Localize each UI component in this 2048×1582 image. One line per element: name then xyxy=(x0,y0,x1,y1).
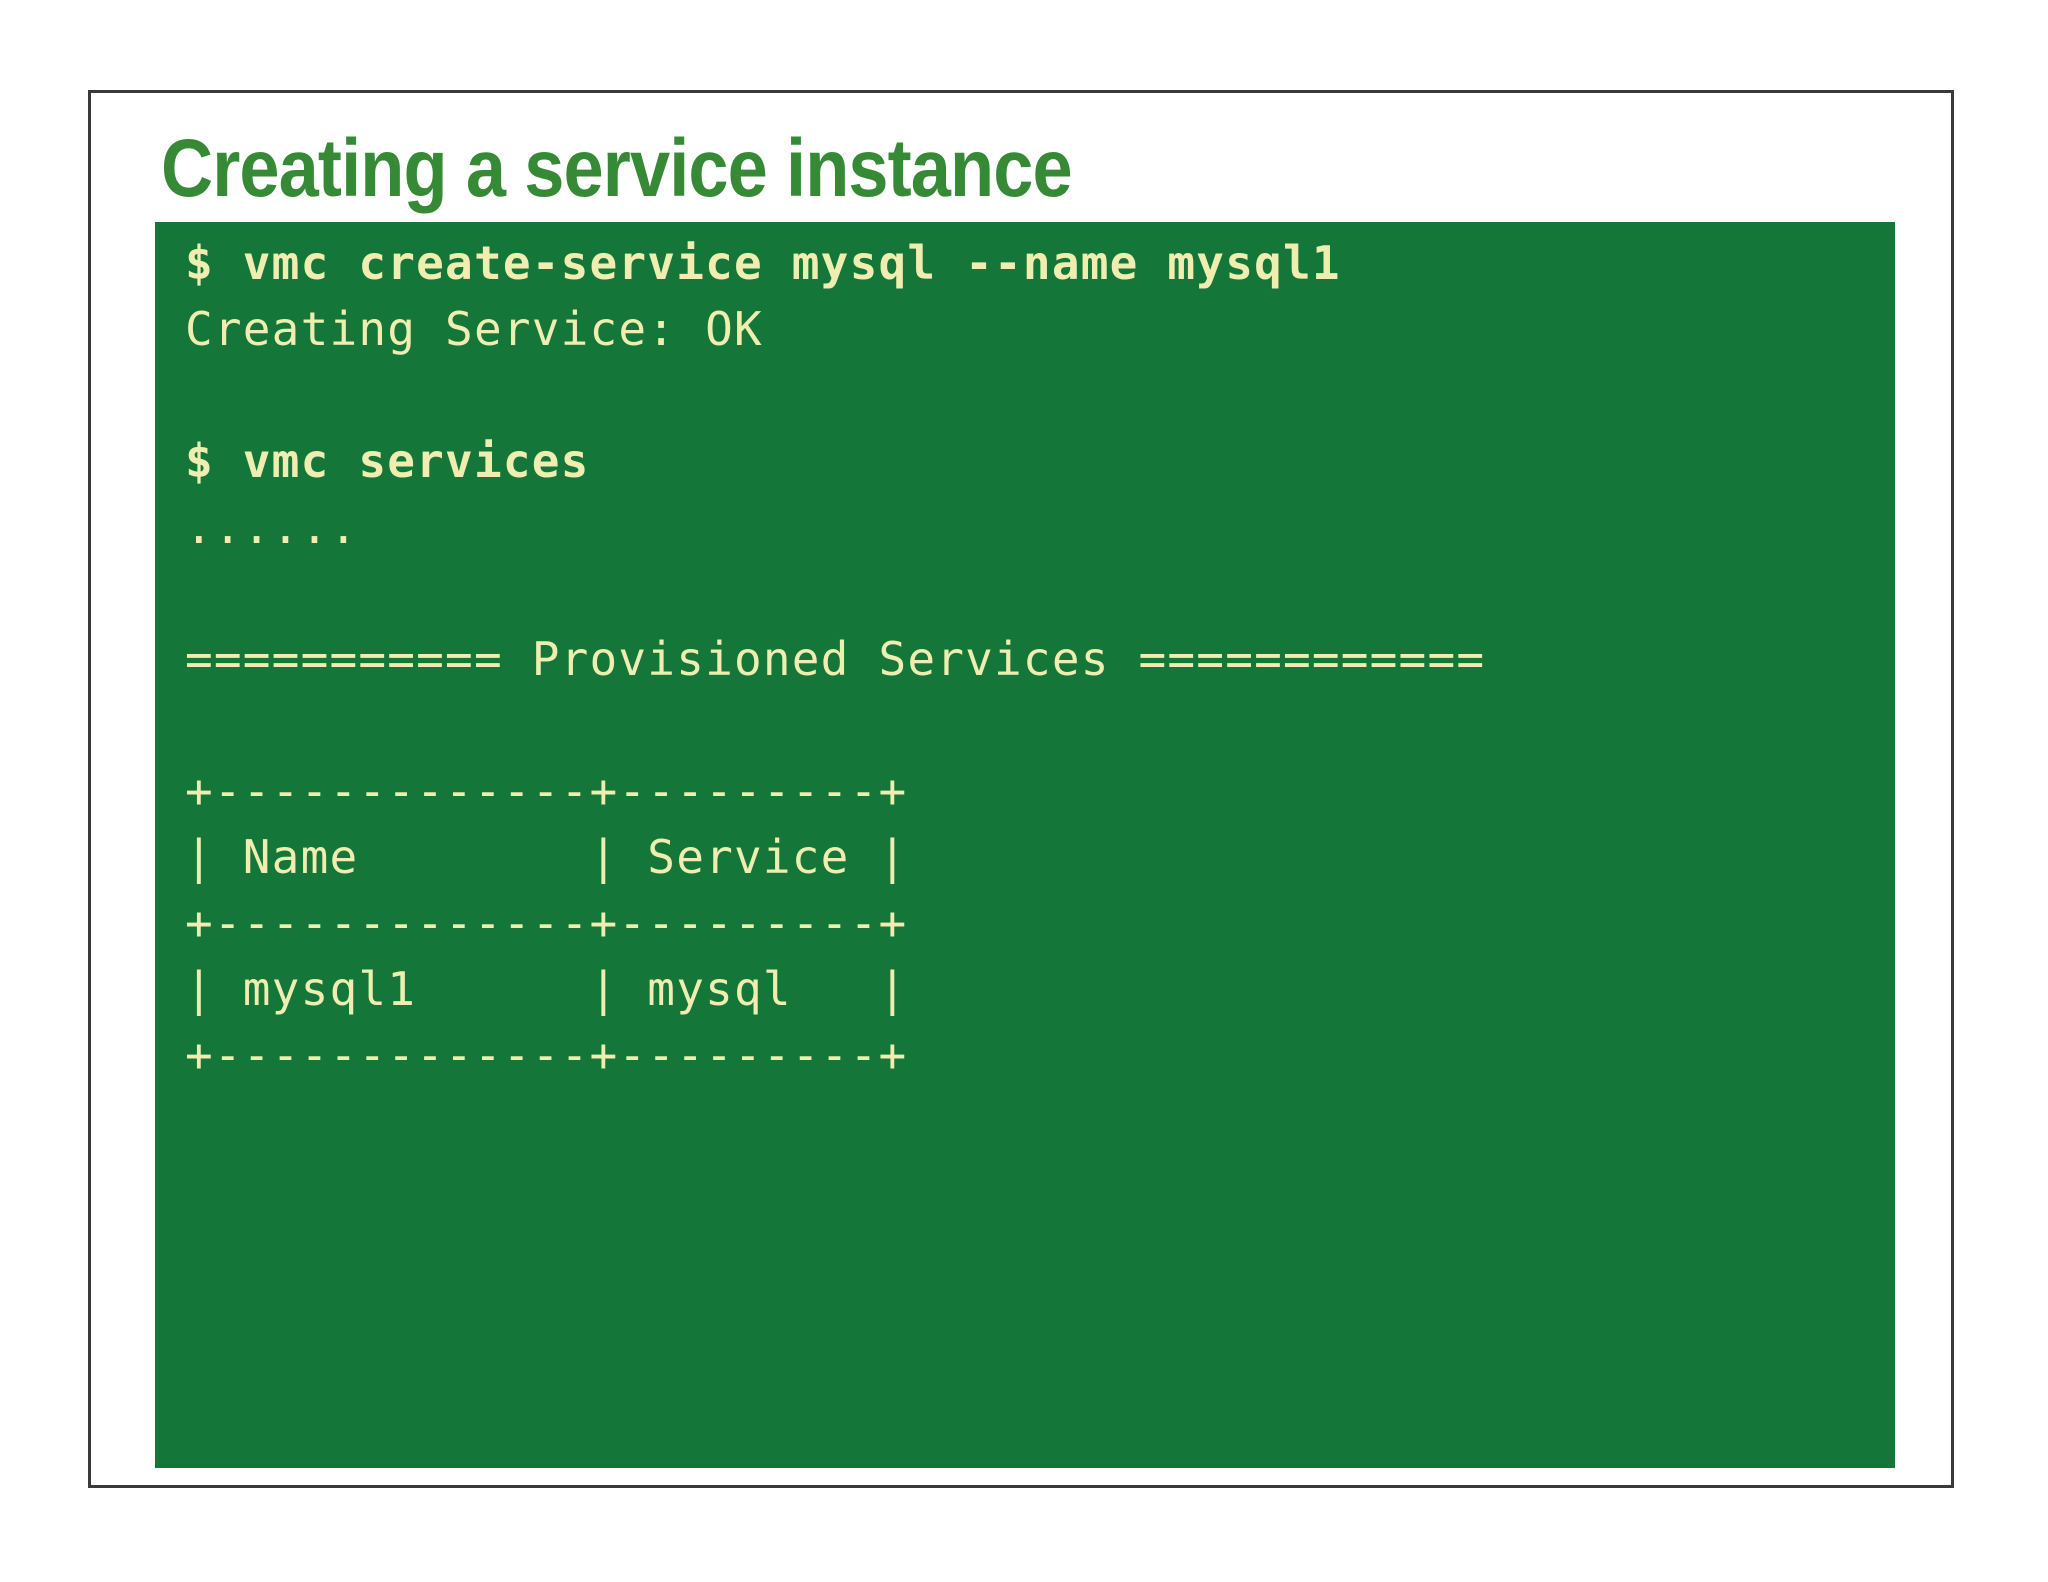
terminal-blank-line xyxy=(185,692,1895,758)
terminal-output-line: +-------------+---------+ xyxy=(185,896,908,950)
terminal-blank-line xyxy=(185,560,1895,626)
terminal-output-line: Creating Service: OK xyxy=(185,302,763,356)
terminal-output-line: +-------------+---------+ xyxy=(185,1028,908,1082)
terminal-output-line: ...... xyxy=(185,500,359,554)
terminal-blank-line xyxy=(185,362,1895,428)
terminal-panel: $ vmc create-service mysql --name mysql1… xyxy=(155,222,1895,1468)
terminal-output-line: | mysql1 | mysql | xyxy=(185,962,908,1016)
terminal-output: $ vmc create-service mysql --name mysql1… xyxy=(185,230,1895,1088)
terminal-output-line: =========== Provisioned Services =======… xyxy=(185,632,1486,686)
terminal-command-line: $ vmc create-service mysql --name mysql1 xyxy=(185,236,1341,290)
terminal-output-line: +-------------+---------+ xyxy=(185,764,908,818)
terminal-output-line: | Name | Service | xyxy=(185,830,908,884)
page-title: Creating a service instance xyxy=(161,123,1073,214)
slide-frame: Creating a service instance $ vmc create… xyxy=(88,90,1954,1488)
terminal-command-line: $ vmc services xyxy=(185,434,590,488)
